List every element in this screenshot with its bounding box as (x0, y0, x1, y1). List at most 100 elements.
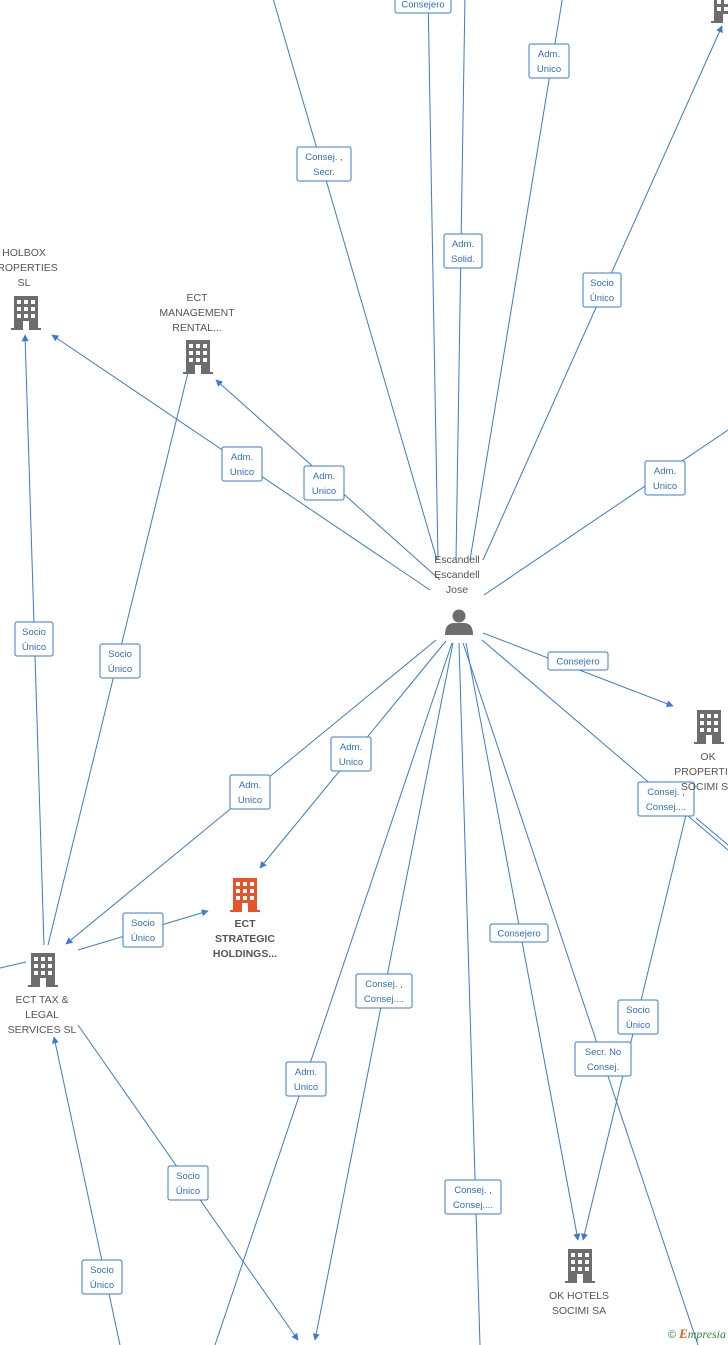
edge-label-box (547, 651, 609, 671)
node-label: PROPERTIES (674, 766, 728, 778)
node-label: ECT (187, 292, 209, 304)
node-label: ECT (235, 918, 257, 930)
edge-label-box (574, 1041, 632, 1077)
node-top-right[interactable] (711, 0, 728, 23)
building-icon (694, 710, 724, 744)
node-label: LEGAL (25, 1009, 59, 1021)
edge-label[interactable]: Consej. ,Consej.... (444, 1179, 502, 1215)
edge-line (458, 642, 481, 1345)
building-icon (565, 1249, 595, 1283)
edge-label-box (444, 1179, 502, 1215)
edge-label[interactable]: Adm.Unico (303, 465, 345, 501)
footer-brand: © Empresia (668, 1326, 726, 1342)
edge-label-text: Adm. (538, 49, 560, 60)
edge-label-text: Único (626, 1020, 650, 1031)
edge-label[interactable]: Adm.Unico (229, 774, 271, 810)
edge-label-text: Adm. (654, 466, 676, 477)
building-icon (230, 878, 260, 912)
edge-label[interactable]: Adm. Unico (528, 43, 570, 79)
edge-label[interactable]: Adm. Unico (285, 1061, 327, 1097)
edge-label-text: Adm. (231, 452, 253, 463)
edge-label-text: Adm. (295, 1067, 317, 1078)
node-label: RENTAL... (172, 322, 221, 334)
edge-label-text: Único (22, 642, 46, 653)
edge-label-box (122, 912, 164, 948)
brand-name: mpresia (687, 1327, 726, 1341)
edge-label-text: Unico (294, 1082, 318, 1093)
node-label: Jose (446, 584, 468, 596)
node-label: Escandell (434, 554, 480, 566)
node-label: STRATEGIC (215, 933, 275, 945)
node-ect-mgmt[interactable]: ECTMANAGEMENTRENTAL... (159, 292, 235, 374)
edge-label-text: Unico (653, 481, 677, 492)
edge-label-text: Consej. , (305, 152, 343, 163)
edge-label-text: Unico (537, 64, 561, 75)
edge-label-text: Único (108, 664, 132, 675)
edge-label-text: Consej. (587, 1062, 619, 1073)
edge-label-text: Consejero (556, 657, 599, 668)
edge-label[interactable]: Consejero (489, 923, 549, 943)
edge-label-text: Socio (22, 627, 46, 638)
edge-label-text: Solid. (451, 254, 475, 265)
node-label: ECT TAX & (15, 994, 68, 1006)
edge-label-box (303, 465, 345, 501)
building-icon (711, 0, 728, 23)
edge-label-text: Adm. (313, 471, 335, 482)
edge-line (51, 1036, 121, 1345)
node-label: PROPERTIES (0, 262, 58, 274)
building-icon (183, 340, 213, 374)
edge-label-text: Adm. (452, 239, 474, 250)
node-ect-strategic[interactable]: ECTSTRATEGICHOLDINGS... (213, 878, 277, 960)
edge-label-box (285, 1061, 327, 1097)
edge-label[interactable]: Consej. , Secr. (296, 146, 352, 182)
edge-label-box (582, 272, 622, 308)
edge-label[interactable]: Consej. ,Consej.... (355, 973, 413, 1009)
edge-label-box (14, 621, 54, 657)
edge-label-text: Consej.... (646, 802, 686, 813)
edge-label-text: Secr. (313, 167, 335, 178)
edge-label-box (617, 999, 659, 1035)
edge-label-text: Consejero (401, 0, 444, 11)
edge-label-text: Unico (339, 757, 363, 768)
building-icon (11, 296, 41, 330)
node-ok-prop[interactable]: OKPROPERTIESSOCIMI SA (674, 710, 728, 793)
node-label: OK HOTELS (549, 1290, 609, 1302)
edge-label-text: Único (90, 1280, 114, 1291)
edge-label-text: Unico (238, 795, 262, 806)
node-holbox[interactable]: HOLBOXPROPERTIESSL (0, 247, 58, 330)
edge-label-box (644, 460, 686, 496)
edge-label-box (330, 736, 372, 772)
edge-line (481, 639, 728, 851)
edge-label-text: Consej.... (453, 1200, 493, 1211)
edge-label[interactable]: Adm.Unico (221, 446, 263, 482)
edge-line (695, 817, 728, 846)
edge-label-text: Socio (108, 649, 132, 660)
edge-line (214, 642, 453, 1345)
edge-label-text: Consej. , (647, 787, 685, 798)
edge-label-box (296, 146, 352, 182)
edge-label[interactable]: Secr. No Consej. (574, 1041, 632, 1077)
building-icon (28, 953, 58, 987)
edge-label[interactable]: Adm.Unico (330, 736, 372, 772)
edge-label-text: Secr. No (585, 1047, 621, 1058)
edge-label-text: Consejero (497, 929, 540, 940)
edge-label-text: Único (590, 293, 614, 304)
edge-label[interactable]: Adm. Solid. (443, 233, 483, 269)
edge-label[interactable]: Adm. Unico (644, 460, 686, 496)
edge-label-box (528, 43, 570, 79)
edge-label[interactable]: Consej. , Consej.... (637, 781, 695, 817)
edge-label[interactable]: Consejero (394, 0, 452, 14)
edge-label-box (229, 774, 271, 810)
edge-label[interactable]: Consejero (547, 651, 609, 671)
edge-label-box (99, 643, 141, 679)
